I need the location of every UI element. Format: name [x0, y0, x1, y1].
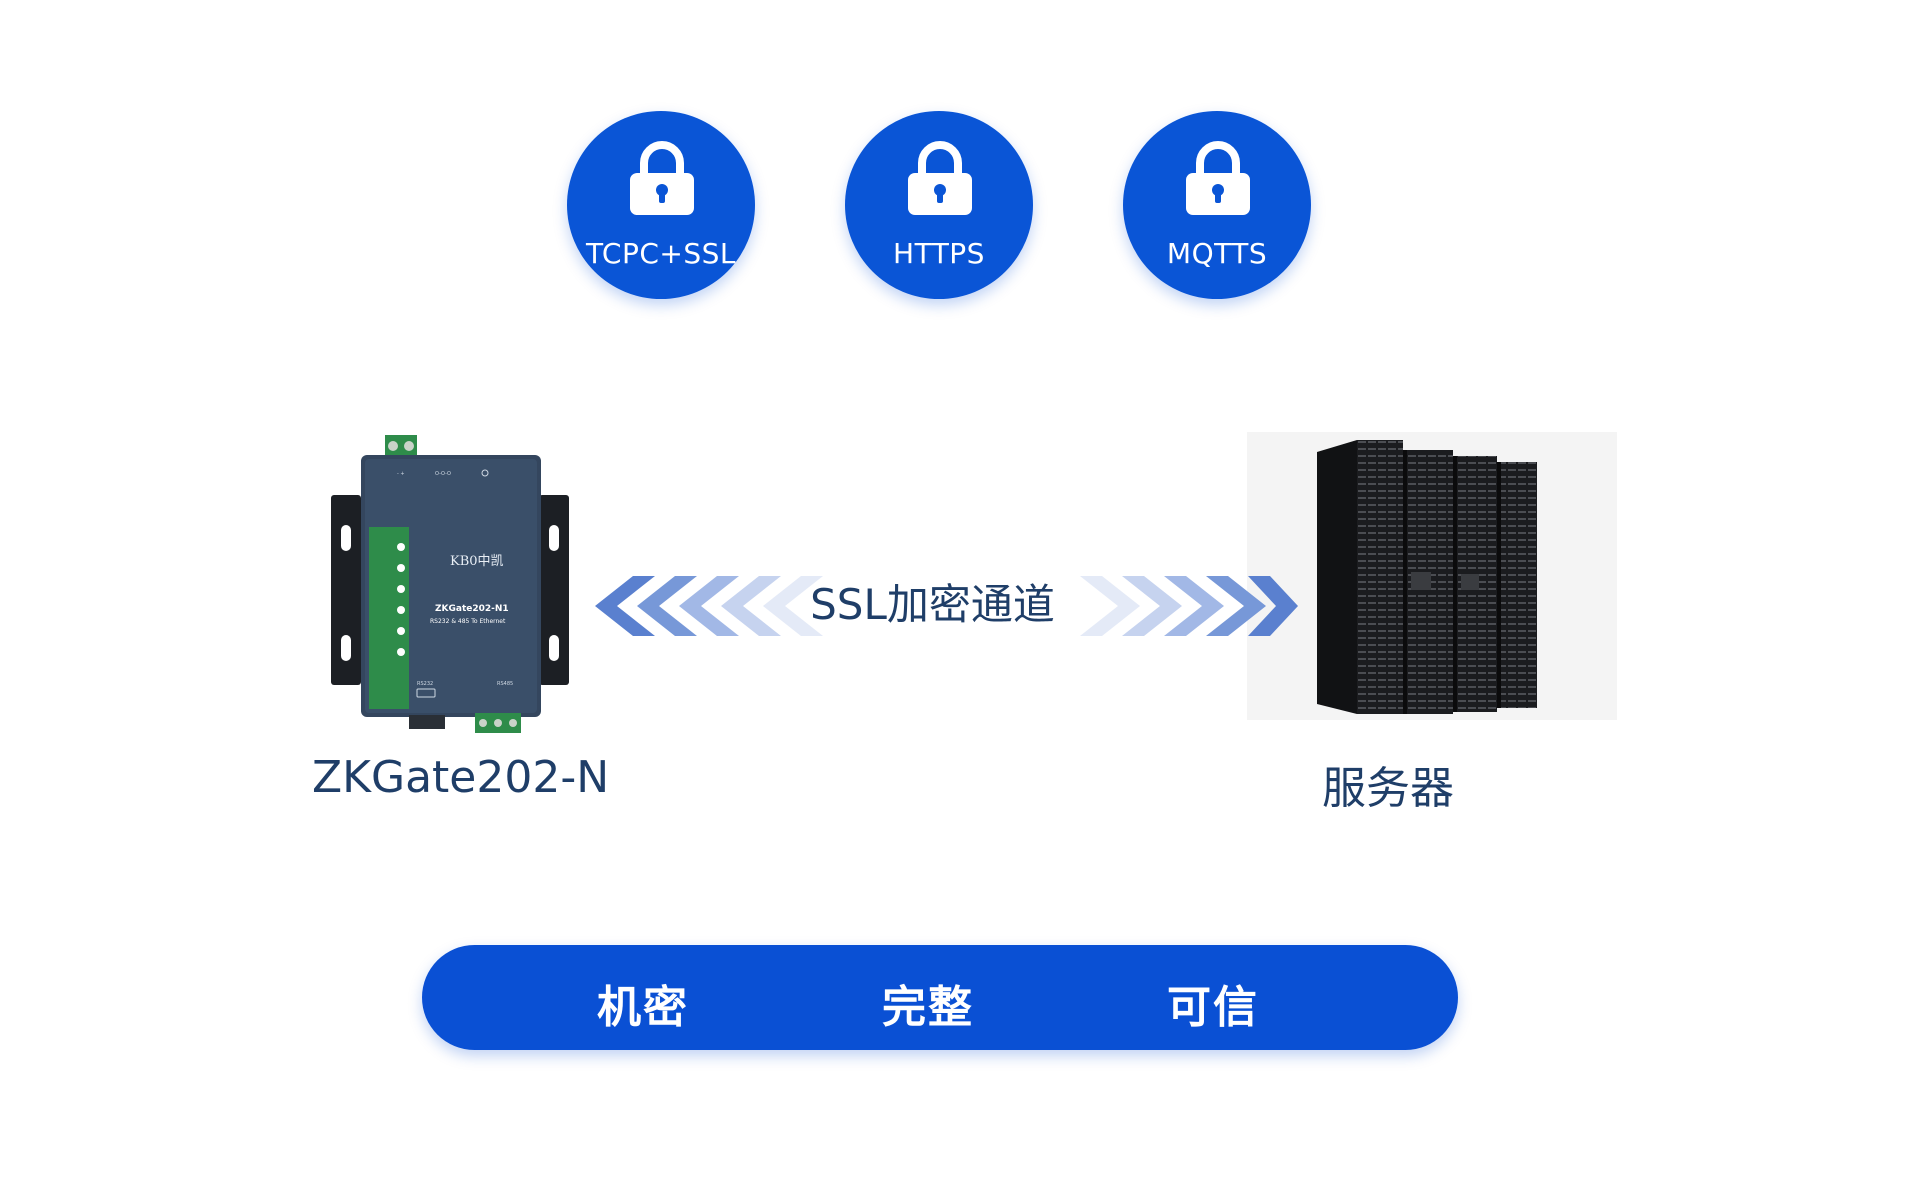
lock-icon [1186, 141, 1250, 215]
protocol-label: TCPC+SSL [585, 237, 737, 270]
right-chevron-arrows [1080, 576, 1298, 636]
svg-text:O-O-O: O-O-O [435, 471, 451, 477]
property-confidential: 机密 [597, 982, 689, 1033]
protocol-badge-https: HTTPS [845, 111, 1033, 299]
svg-text:- +: - + [397, 471, 405, 477]
ssl-channel-label: SSL加密通道 [810, 580, 1055, 629]
server-name-caption: 服务器 [1322, 763, 1454, 814]
property-integrity: 完整 [882, 982, 974, 1033]
protocol-label: HTTPS [893, 237, 985, 270]
device-subtitle: RS232 & 485 To Ethernet [430, 618, 506, 625]
left-chevron-arrows [595, 576, 823, 636]
security-properties-bar: 机密 完整 可信 [422, 945, 1458, 1050]
protocol-badge-tcpc-ssl: TCPC+SSL [567, 111, 755, 299]
lock-icon [908, 141, 972, 215]
server-rack-image [1247, 432, 1617, 720]
protocol-badge-mqtts: MQTTS [1123, 111, 1311, 299]
protocol-label: MQTTS [1166, 237, 1268, 270]
port-label-rs232: RS232 [417, 681, 433, 687]
device-name-caption: ZKGate202-N [312, 752, 610, 803]
device-model: ZKGate202-N1 [435, 604, 509, 614]
port-label-rs485: RS485 [497, 681, 513, 687]
device-brand: KB0中凯 [450, 554, 504, 569]
gateway-device-image: - + O-O-O KB0中凯 ZKGate202-N1 RS232 & 485… [331, 435, 569, 733]
property-trusted: 可信 [1167, 982, 1259, 1033]
lock-icon [630, 141, 694, 215]
